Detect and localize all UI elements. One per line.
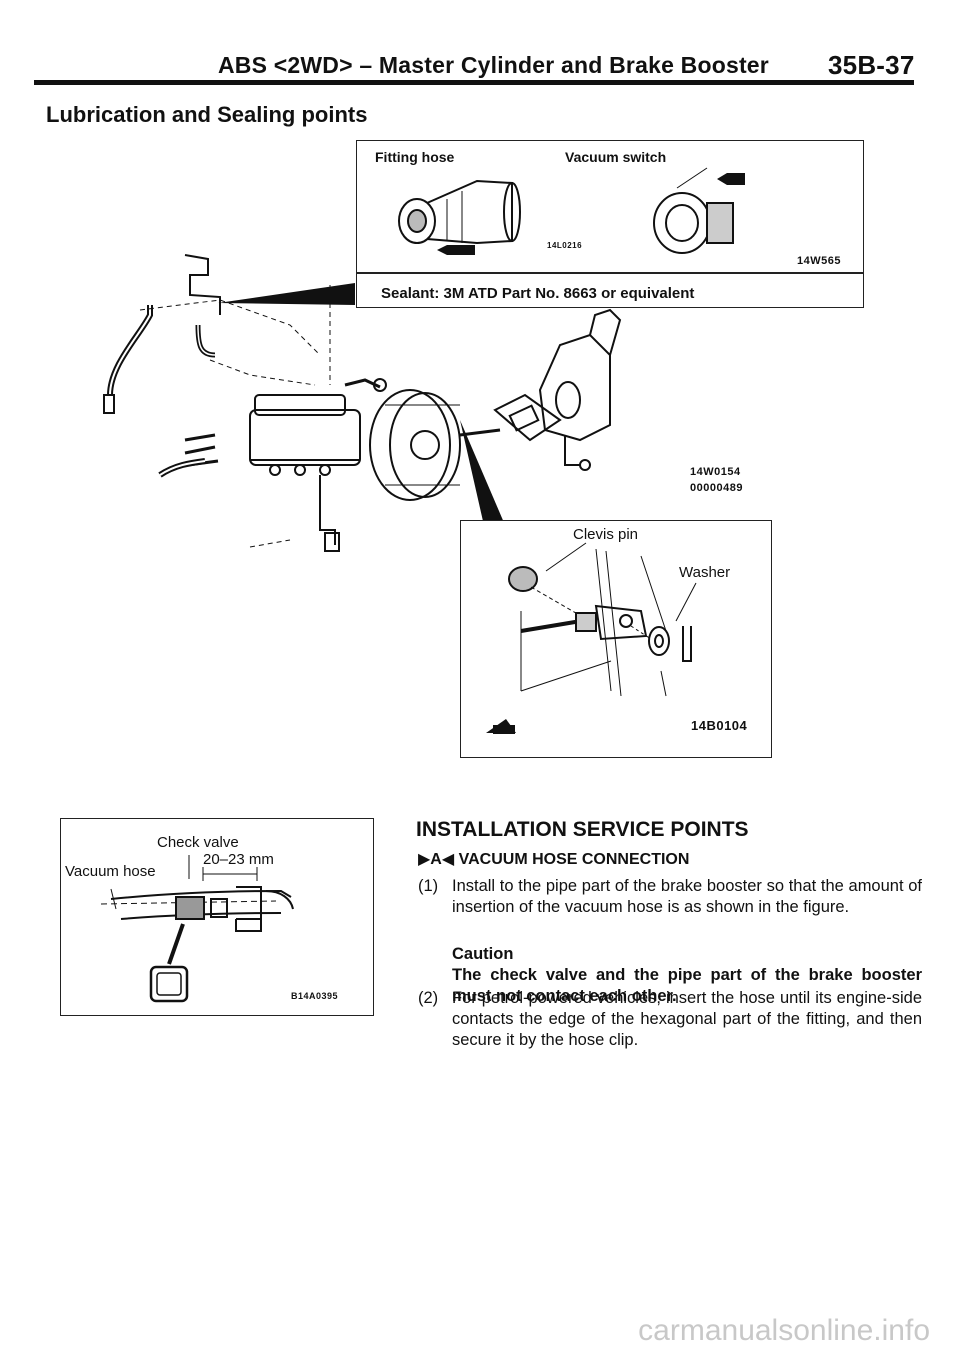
step-text: Install to the pipe part of the brake bo…: [452, 877, 922, 916]
figure-code: B14A0395: [291, 991, 339, 1001]
section-heading: Lubrication and Sealing points: [46, 102, 368, 127]
figure-code: 00000489: [690, 482, 743, 494]
check-valve-illustration: [100, 855, 294, 1003]
vacuum-hose-label: Vacuum hose: [65, 863, 156, 880]
vacuum-switch-label: Vacuum switch: [565, 149, 667, 165]
fitting-detail-box: Fitting hose Vacuum switch 14L0216 14W56…: [356, 140, 864, 308]
exploded-diagram: [103, 254, 622, 552]
check-valve-label: Check valve: [157, 834, 239, 851]
figure-code: 14L0216: [547, 241, 583, 250]
caution-title: Caution: [452, 945, 514, 963]
page-title: ABS <2WD> – Master Cylinder and Brake Bo…: [218, 52, 769, 78]
sealant-note: Sealant: 3M ATD Part No. 8663 or equival…: [381, 285, 695, 302]
clevis-illustration: [486, 542, 697, 734]
page-number: 35B-37: [828, 50, 915, 80]
step-number: (2): [418, 989, 439, 1007]
dimension-label: 20–23 mm: [203, 851, 274, 868]
clevis-pin-label: Clevis pin: [573, 526, 639, 543]
step-number: (1): [418, 877, 439, 895]
vacuum-hose-connection-heading: ▶A◀ VACUUM HOSE CONNECTION: [418, 851, 690, 868]
clevis-detail-box: Clevis pin Washer 14B0104: [460, 520, 772, 758]
installation-step-1: (1) Install to the pipe part of the brak…: [418, 876, 923, 1046]
header-rule: [34, 80, 914, 85]
check-valve-detail-box: Check valve Vacuum hose 20–23 mm B14A039…: [60, 818, 374, 1016]
installation-step-2: (2) For petrol-powered vehicles, insert …: [418, 988, 923, 1058]
washer-label: Washer: [679, 564, 731, 581]
sealant-divider: [357, 272, 863, 274]
installation-title: INSTALLATION SERVICE POINTS: [416, 818, 749, 841]
figure-code: 14W0154: [690, 466, 741, 478]
fitting-hose-label: Fitting hose: [375, 149, 455, 165]
figure-code: 14B0104: [691, 718, 748, 733]
step-text: For petrol-powered vehicles, insert the …: [452, 989, 922, 1049]
caution-text: The check valve and the pipe part of the…: [452, 966, 922, 1005]
fitting-hose-illustration: [398, 179, 521, 255]
watermark: carmanualsonline.info: [638, 1314, 930, 1347]
figure-code: 14W565: [797, 255, 841, 267]
vacuum-switch-illustration: [653, 167, 745, 254]
